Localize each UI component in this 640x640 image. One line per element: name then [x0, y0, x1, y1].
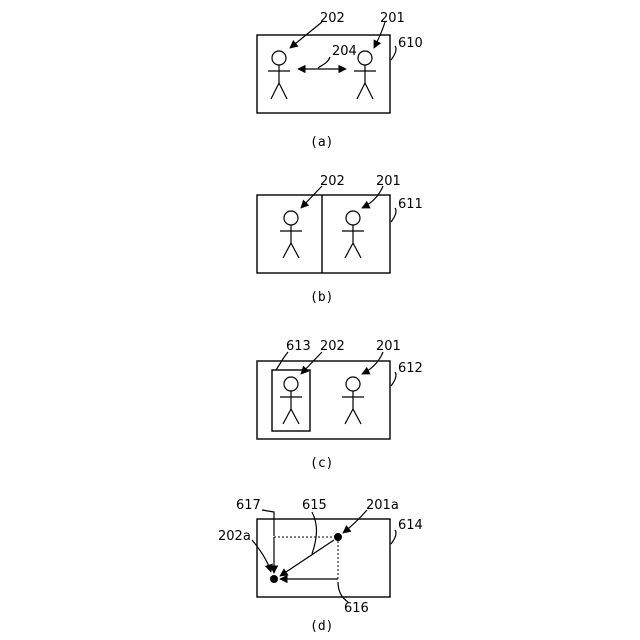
leader-202a	[252, 540, 271, 572]
frame-610	[257, 35, 390, 113]
panel-b: 202 201 611 (b)	[257, 174, 423, 305]
leader-611	[391, 208, 396, 222]
label-612: 612	[398, 361, 423, 376]
person-201-icon	[342, 211, 364, 258]
diagonal-path-615	[280, 540, 334, 576]
label-201: 201	[380, 11, 405, 26]
label-202: 202	[320, 174, 345, 189]
label-613: 613	[286, 339, 311, 354]
panel-a: 202 201 204 610 (a)	[257, 11, 423, 150]
label-611: 611	[398, 197, 423, 212]
label-202a: 202a	[218, 529, 251, 544]
caption-d: (d)	[310, 619, 333, 634]
leader-616	[338, 582, 348, 602]
frame-611	[257, 195, 390, 273]
label-617: 617	[236, 498, 261, 513]
leader-614	[391, 530, 396, 544]
person-202-icon	[268, 51, 290, 99]
label-614: 614	[398, 518, 423, 533]
point-202a	[270, 575, 278, 583]
person-202-icon	[280, 211, 302, 258]
panel-c: 613 202 201 612 (c)	[257, 339, 423, 471]
caption-b: (b)	[310, 290, 333, 305]
leader-201	[362, 186, 383, 208]
person-201-icon	[342, 377, 364, 424]
leader-612	[391, 372, 396, 386]
caption-a: (a)	[310, 135, 333, 150]
label-202: 202	[320, 11, 345, 26]
label-204: 204	[332, 44, 357, 59]
frame-612	[257, 361, 390, 439]
leader-202	[301, 186, 322, 208]
leader-615	[312, 512, 317, 554]
label-610: 610	[398, 36, 423, 51]
leader-201	[362, 352, 383, 374]
leader-617	[262, 510, 274, 536]
label-201a: 201a	[366, 498, 399, 513]
leader-201a	[343, 510, 367, 533]
panel-d: 617 615 201a 202a 614 616 (d)	[218, 498, 423, 634]
label-201: 201	[376, 174, 401, 189]
person-201-icon	[354, 51, 376, 99]
label-615: 615	[302, 498, 327, 513]
leader-202	[301, 352, 322, 374]
person-202-icon	[280, 377, 302, 424]
point-201a	[334, 533, 342, 541]
label-202: 202	[320, 339, 345, 354]
label-201: 201	[376, 339, 401, 354]
leader-204	[318, 57, 330, 68]
caption-c: (c)	[310, 456, 333, 471]
leader-610	[391, 46, 396, 60]
label-616: 616	[344, 601, 369, 616]
frame-614	[257, 519, 390, 597]
